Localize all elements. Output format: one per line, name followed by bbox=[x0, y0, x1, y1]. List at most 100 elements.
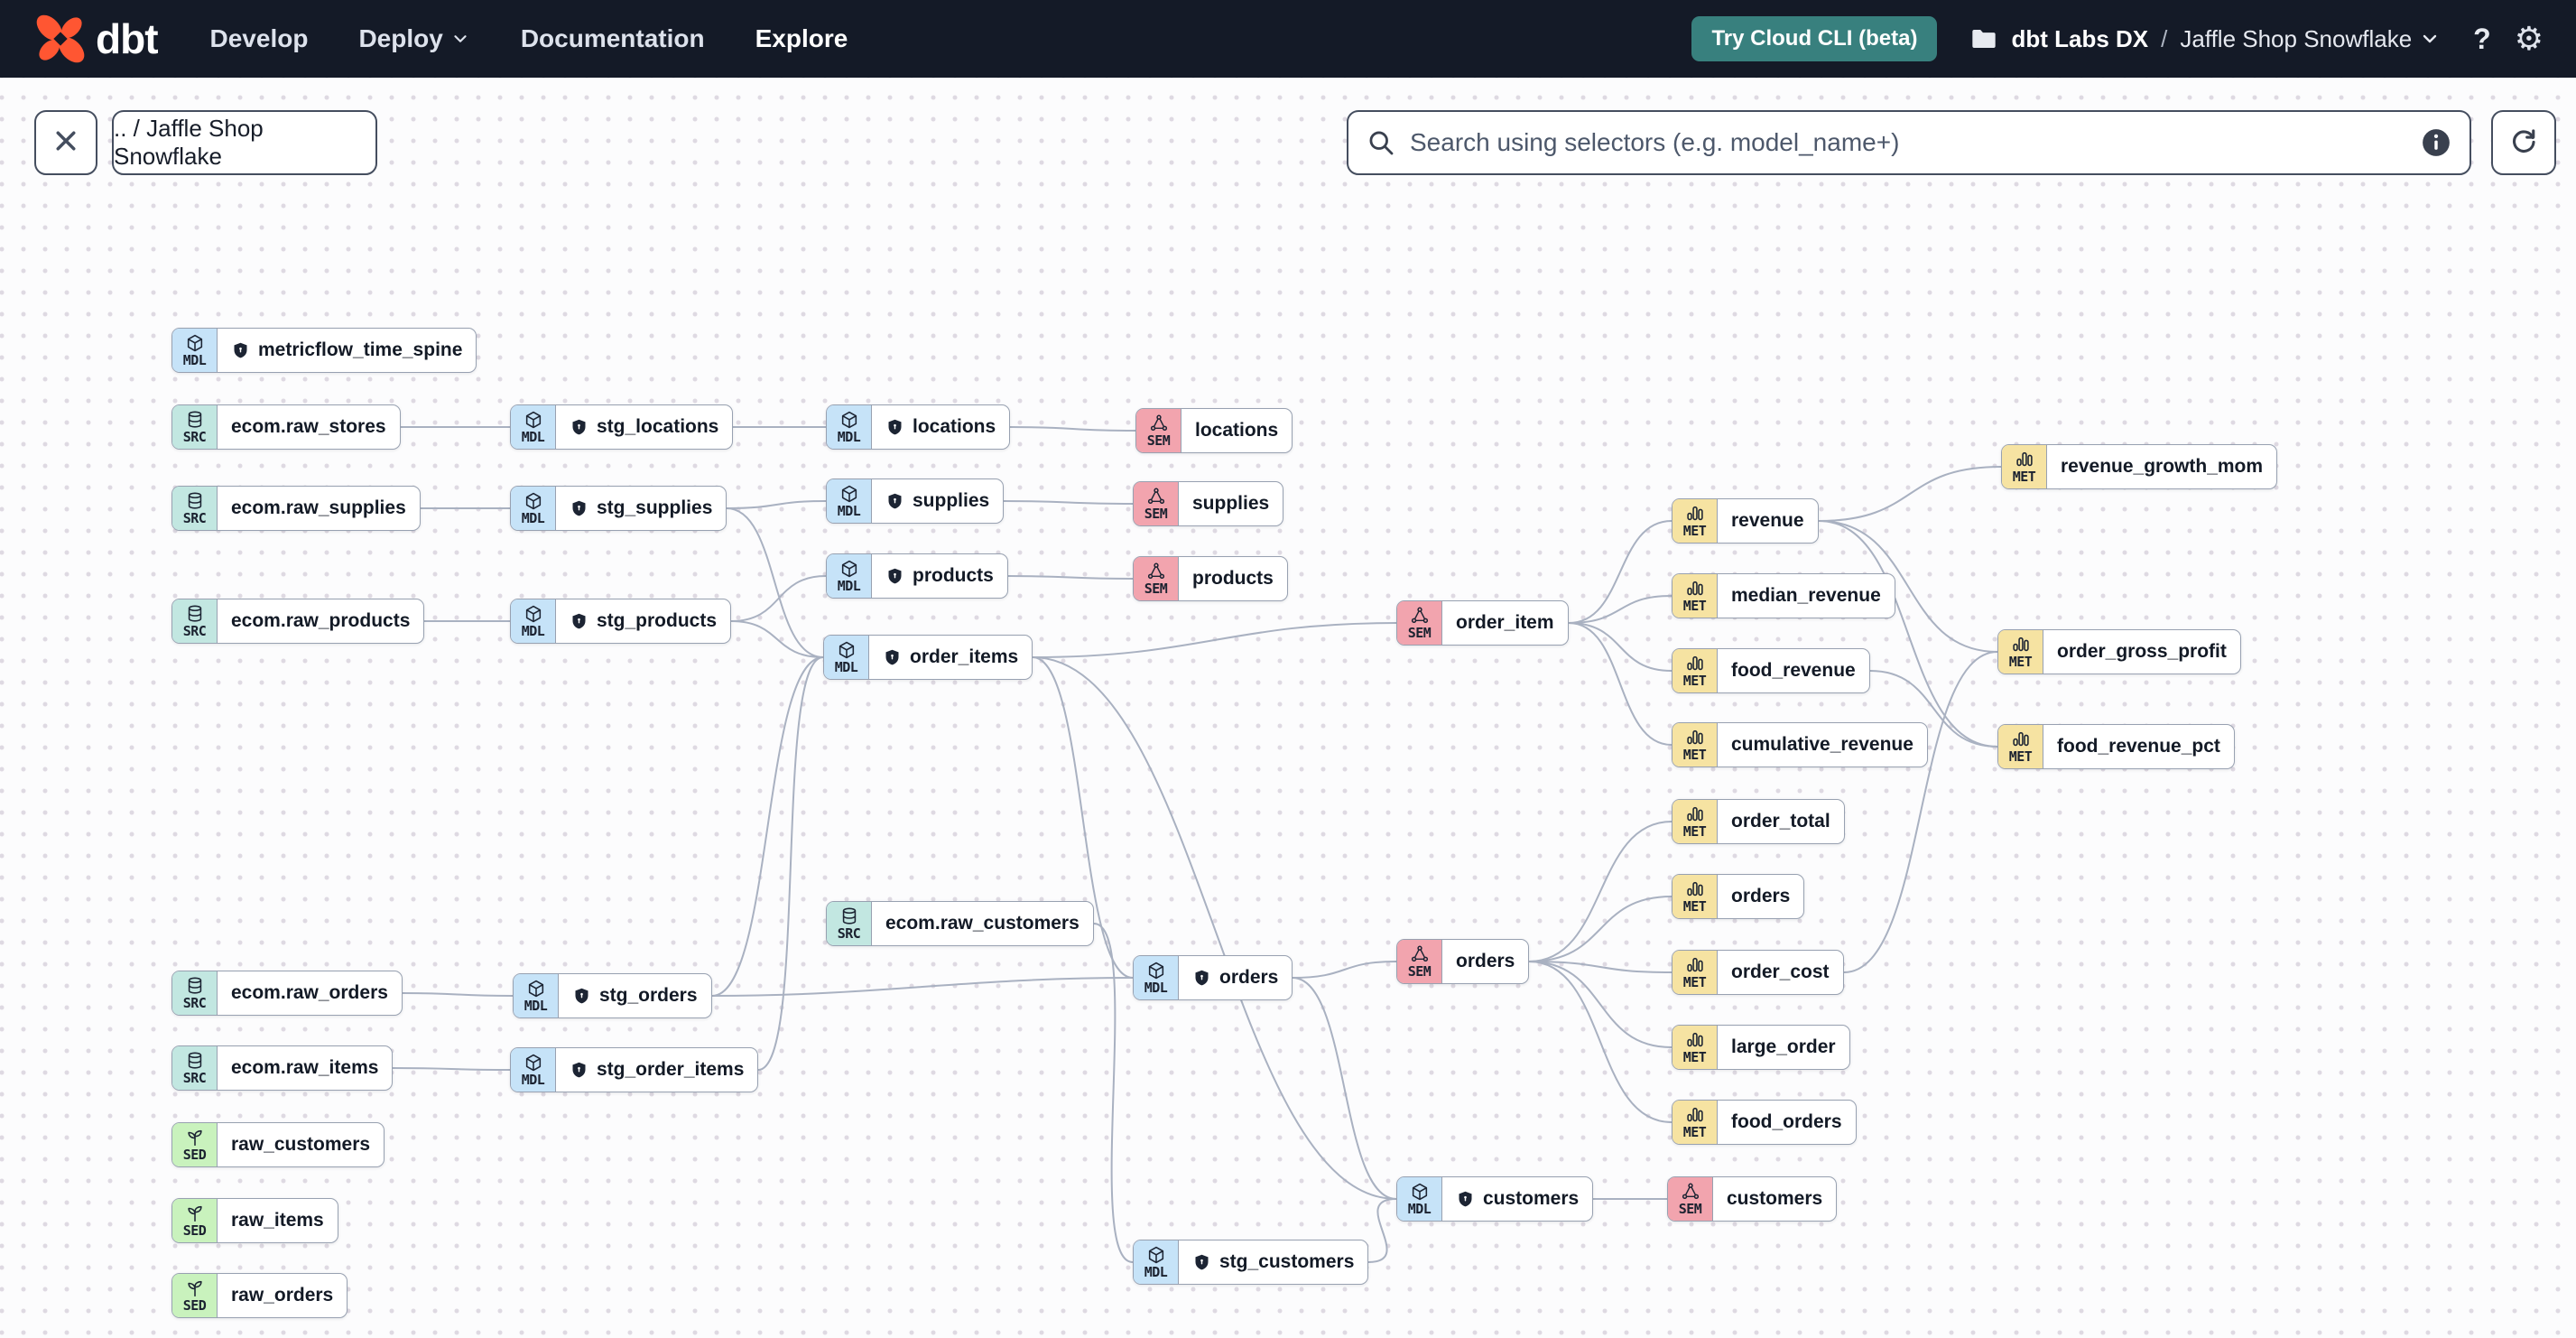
node-met_order_gross_profit[interactable]: MET order_gross_profit bbox=[1997, 629, 2241, 674]
node-ecom.raw_supplies[interactable]: SRC ecom.raw_supplies bbox=[171, 486, 421, 531]
node-label: products bbox=[913, 565, 994, 586]
node-body: stg_customers bbox=[1179, 1240, 1367, 1284]
node-body: ecom.raw_supplies bbox=[218, 487, 420, 530]
breadcrumb[interactable]: .. / Jaffle Shop Snowflake bbox=[112, 110, 377, 175]
node-label: orders bbox=[1731, 886, 1791, 906]
project-selector[interactable]: Jaffle Shop Snowflake bbox=[2180, 25, 2441, 53]
edge-stg_orders-to-order_items bbox=[711, 656, 824, 997]
shield-icon bbox=[885, 567, 904, 586]
metric-icon bbox=[2015, 450, 2034, 469]
cube-icon bbox=[524, 604, 543, 624]
edge-sem_order_item-to-met_food_revenue bbox=[1568, 622, 1673, 672]
nav-item-explore[interactable]: Explore bbox=[755, 24, 848, 53]
lineage-canvas[interactable] bbox=[0, 78, 2576, 1338]
gear-icon[interactable]: ⚙ bbox=[2514, 20, 2544, 57]
edge-locations-to-sem_locations bbox=[1009, 426, 1136, 432]
node-type-label: MET bbox=[1682, 823, 1707, 841]
node-type-badge: SRC bbox=[172, 487, 218, 530]
try-cloud-cli-button[interactable]: Try Cloud CLI (beta) bbox=[1691, 16, 1938, 61]
node-label: order_gross_profit bbox=[2057, 641, 2227, 662]
node-type-badge: SRC bbox=[827, 902, 872, 945]
node-body: locations bbox=[1181, 409, 1292, 452]
metric-icon bbox=[1685, 504, 1705, 524]
refresh-button[interactable] bbox=[2491, 110, 2556, 175]
node-body: food_orders bbox=[1718, 1101, 1856, 1144]
edge-sem_orders-to-met_orders bbox=[1528, 896, 1673, 962]
node-type-badge: MDL bbox=[511, 1048, 556, 1092]
node-body: cumulative_revenue bbox=[1718, 723, 1927, 767]
info-icon[interactable] bbox=[2421, 127, 2451, 158]
metric-icon bbox=[1685, 1105, 1705, 1125]
help-icon[interactable]: ? bbox=[2473, 22, 2491, 55]
chevron-down-icon bbox=[2419, 28, 2441, 50]
node-label: stg_products bbox=[597, 610, 718, 631]
node-type-badge: SRC bbox=[172, 1046, 218, 1090]
node-type-label: SED bbox=[182, 1297, 207, 1315]
node-type-label: SED bbox=[182, 1147, 207, 1164]
node-met_order_total[interactable]: MET order_total bbox=[1672, 799, 1845, 844]
edge-stg_products-to-products bbox=[730, 575, 827, 622]
close-button[interactable] bbox=[34, 110, 97, 175]
edge-sem_order_item-to-met_cumulative_revenue bbox=[1568, 622, 1673, 746]
node-label: raw_orders bbox=[231, 1285, 334, 1305]
node-label: supplies bbox=[913, 490, 990, 511]
node-raw_orders[interactable]: SED raw_orders bbox=[171, 1273, 348, 1318]
node-label: ecom.raw_supplies bbox=[231, 497, 406, 518]
nav-item-deploy[interactable]: Deploy bbox=[358, 24, 469, 53]
cube-icon bbox=[839, 559, 859, 579]
edge-order_items-to-sem_order_item bbox=[1032, 622, 1397, 658]
database-icon bbox=[185, 604, 205, 624]
node-label: order_total bbox=[1731, 811, 1830, 832]
nav-item-develop[interactable]: Develop bbox=[210, 24, 309, 53]
node-body: order_items bbox=[869, 636, 1032, 679]
dbt-logo[interactable] bbox=[32, 11, 88, 67]
shield-icon bbox=[570, 418, 588, 437]
node-label: revenue bbox=[1731, 510, 1804, 531]
node-type-badge: MDL bbox=[1134, 1240, 1179, 1284]
node-type-badge: SEM bbox=[1397, 601, 1442, 645]
account-name[interactable]: dbt Labs DX bbox=[2011, 24, 2149, 52]
semantic-icon bbox=[1410, 944, 1430, 964]
edge-met_revenue-to-met_order_gross_profit bbox=[1818, 520, 1998, 653]
search-input[interactable] bbox=[1408, 127, 2408, 158]
node-label: products bbox=[1192, 568, 1274, 589]
node-type-label: MET bbox=[2008, 654, 2033, 671]
nav-item-documentation[interactable]: Documentation bbox=[521, 24, 705, 53]
